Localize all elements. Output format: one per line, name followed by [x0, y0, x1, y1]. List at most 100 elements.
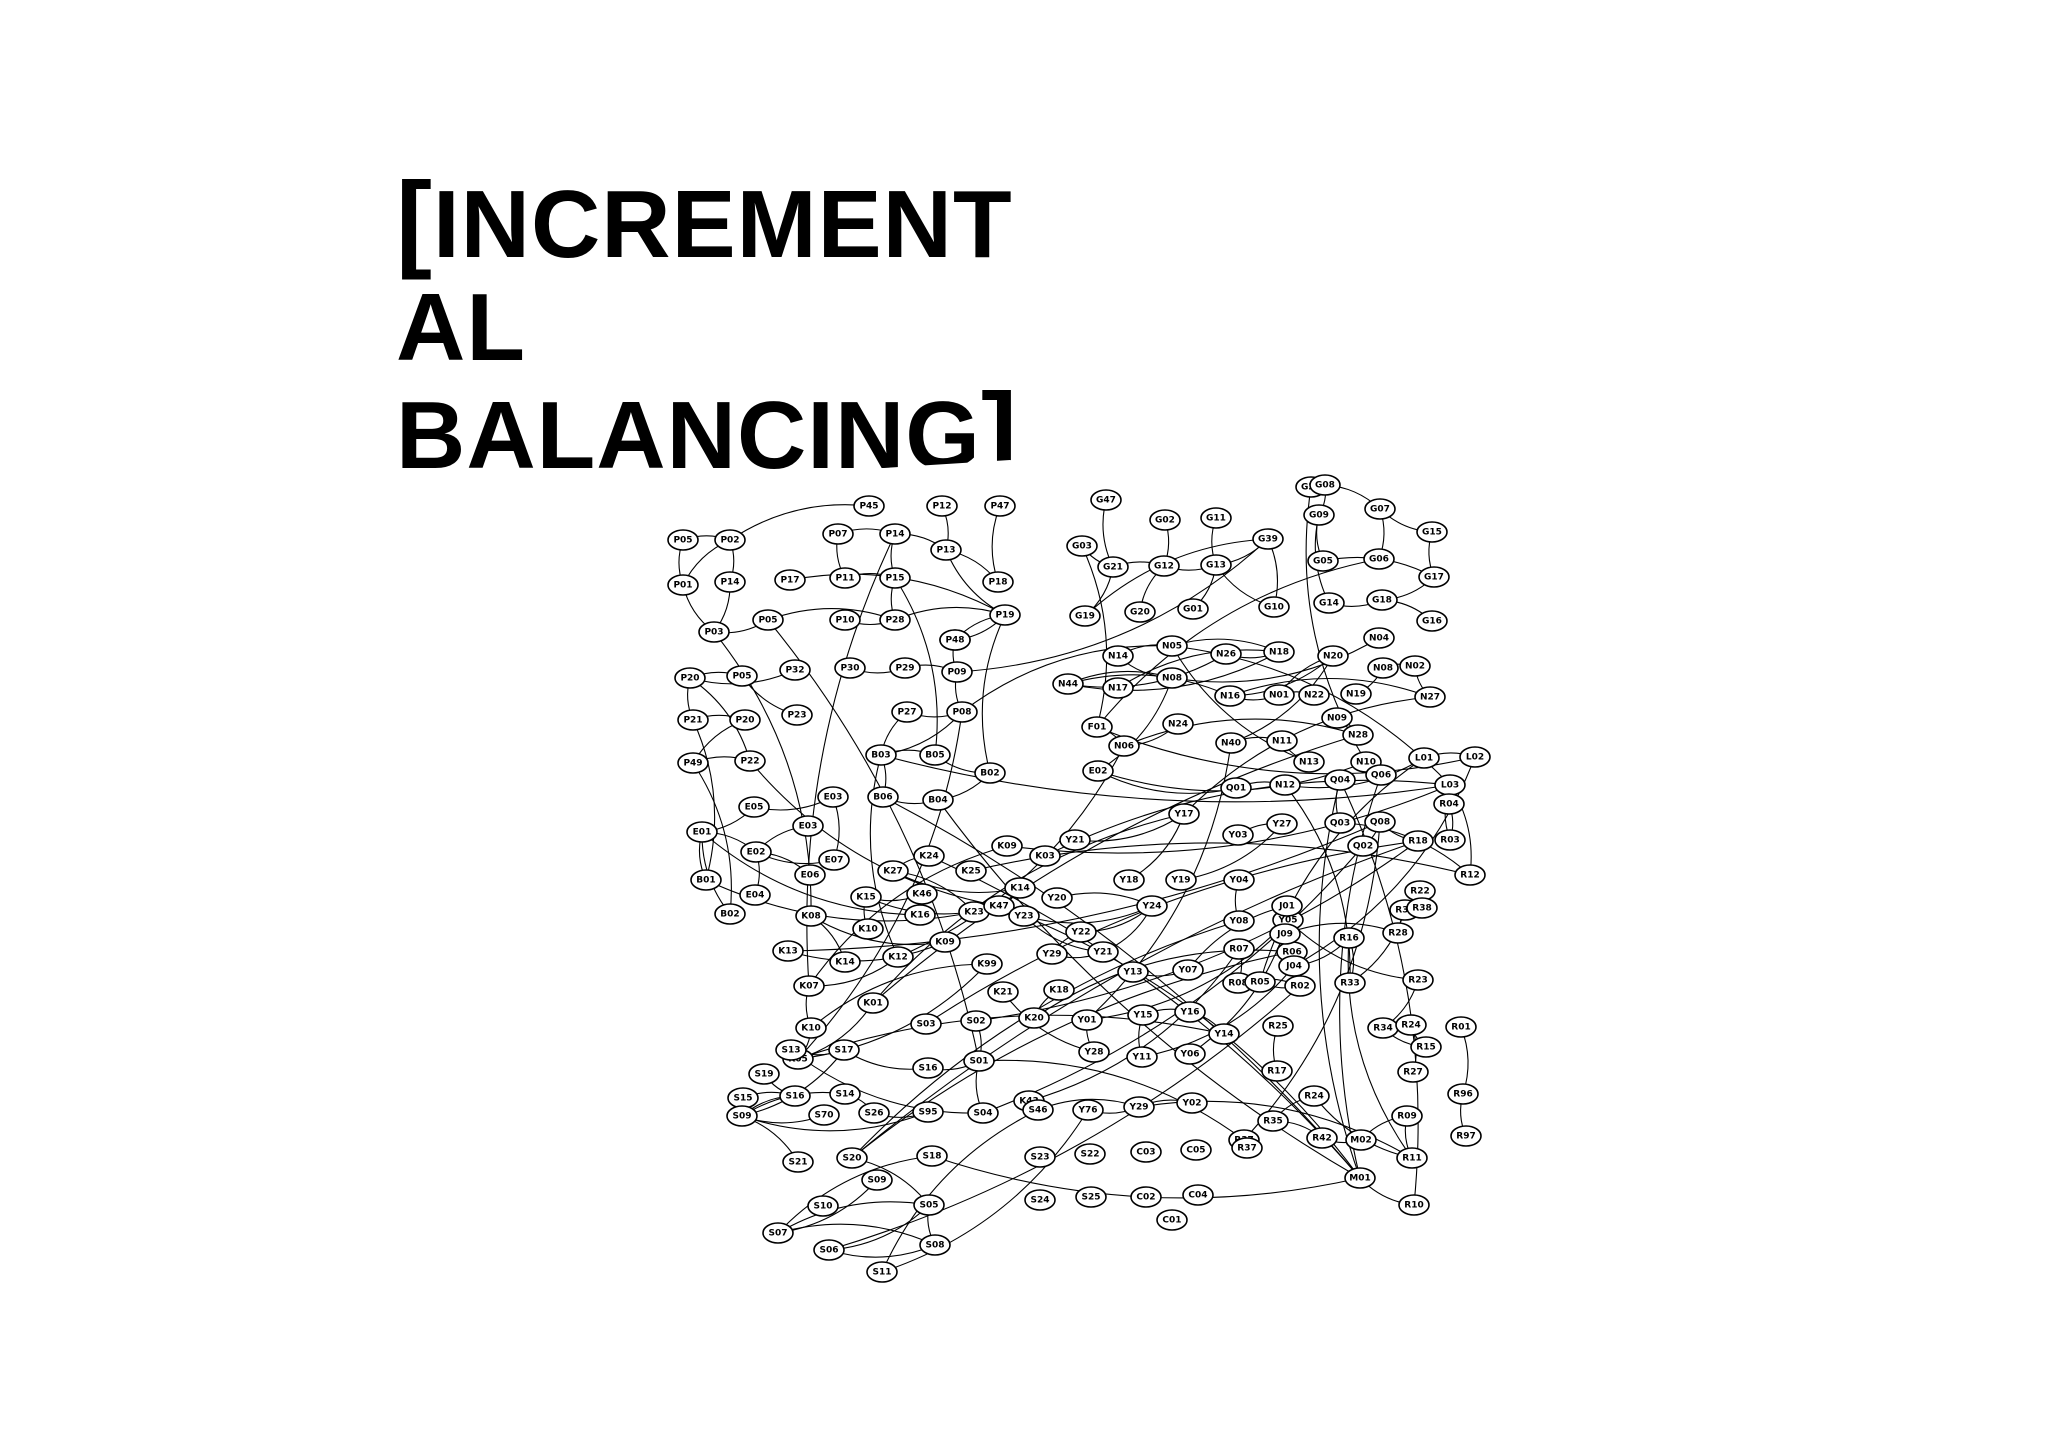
graph-node-shape [1127, 1004, 1159, 1026]
graph-node-label: G01 [1183, 605, 1203, 615]
graph-node-shape [1078, 1041, 1110, 1063]
graph-node: R37 [1231, 1137, 1263, 1159]
graph-node-shape [989, 604, 1021, 626]
graph-node: K08 [795, 905, 827, 927]
graph-node-shape [1082, 760, 1114, 782]
graph-node-label: N26 [1216, 650, 1236, 660]
graph-edge [1284, 784, 1351, 984]
graph-node-shape [1162, 713, 1194, 735]
graph-edge [729, 504, 870, 541]
graph-node-shape [904, 904, 936, 926]
graph-node-shape [1176, 1092, 1208, 1114]
graph-node-shape [1072, 1099, 1104, 1121]
graph-node-label: Y16 [1179, 1008, 1199, 1018]
graph-node-shape [1174, 1043, 1206, 1065]
graph-node-label: N13 [1299, 758, 1319, 768]
graph-node-shape [1340, 683, 1372, 705]
graph-edge [1086, 919, 1289, 1021]
graph-edge [1347, 937, 1413, 1159]
graph-node-shape [1363, 627, 1395, 649]
graph-node-label: E03 [799, 822, 818, 832]
graph-node-shape [726, 665, 758, 687]
graph-node-shape [677, 709, 709, 731]
graph-node: R10 [1398, 1194, 1430, 1216]
graph-node-label: R28 [1388, 929, 1407, 939]
graph-node: S16 [912, 1057, 944, 1079]
graph-node-shape [866, 1261, 898, 1283]
graph-node-shape [1208, 1023, 1240, 1045]
graph-node-shape [793, 975, 825, 997]
graph-node-shape [818, 849, 850, 871]
graph-node-shape [1024, 1189, 1056, 1211]
graph-node-shape [1041, 887, 1073, 909]
graph-node: Y29 [1123, 1096, 1155, 1118]
graph-edge [961, 645, 1173, 713]
graph-node-shape [879, 567, 911, 589]
graph-node: G06 [1363, 548, 1395, 570]
graph-node-label: K10 [858, 925, 878, 935]
graph-node-label: S14 [835, 1090, 854, 1100]
graph-node-shape [1223, 938, 1255, 960]
graph-node-label: K25 [961, 867, 981, 877]
graph-node-label: P14 [885, 530, 904, 540]
graph-node: P09 [941, 661, 973, 683]
graph-node: R15 [1410, 1036, 1442, 1058]
graph-node: N09 [1321, 707, 1353, 729]
graph-node-shape [795, 905, 827, 927]
graph-node: P45 [853, 495, 885, 517]
graph-node-label: Y14 [1213, 1030, 1233, 1040]
graph-node-label: P18 [988, 578, 1007, 588]
graph-node-shape [913, 1194, 945, 1216]
graph-edge [1097, 677, 1173, 772]
graph-node: K09 [929, 931, 961, 953]
graph-node-label: R11 [1402, 1154, 1421, 1164]
graph-node-shape [1220, 777, 1252, 799]
graph-node-shape [1231, 1137, 1263, 1159]
graph-node: P30 [834, 657, 866, 679]
graph-node-shape [1102, 677, 1134, 699]
graph-edge [1006, 784, 1451, 854]
graph-node-label: S18 [922, 1152, 941, 1162]
graph-node: Q08 [1364, 811, 1396, 833]
graph-node-label: Y18 [1118, 876, 1138, 886]
graph-node-label: Y29 [1128, 1103, 1148, 1113]
graph-node: K15 [850, 886, 882, 908]
graph-node-shape [967, 1102, 999, 1124]
graph-node-shape [1306, 1127, 1338, 1149]
graph-node-label: N02 [1405, 662, 1425, 672]
graph-node-shape [1366, 589, 1398, 611]
graph-node: S21 [782, 1151, 814, 1173]
graph-node-label: Y02 [1181, 1099, 1201, 1109]
graph-node: R28 [1382, 922, 1414, 944]
graph-node-label: C01 [1162, 1216, 1181, 1226]
graph-node-shape [891, 701, 923, 723]
graph-node-label: Y21 [1064, 836, 1084, 846]
graph-node: P13 [930, 539, 962, 561]
graph-node: P10 [829, 609, 861, 631]
graph-node: P28 [879, 609, 911, 631]
graph-node-shape [1344, 1167, 1376, 1189]
graph-node-shape [714, 529, 746, 551]
graph-edge [828, 985, 1301, 1251]
graph-node: Y17 [1168, 803, 1200, 825]
graph-node-label: S11 [872, 1268, 891, 1278]
graph-node: E07 [818, 849, 850, 871]
graph-node: G12 [1148, 555, 1180, 577]
graph-edge [1067, 653, 1227, 688]
graph-node-label: R17 [1267, 1067, 1286, 1077]
graph-node-label: K21 [993, 988, 1013, 998]
graph-node-shape [1215, 732, 1247, 754]
graph-node: P14 [714, 571, 746, 593]
graph-node: Y22 [1065, 921, 1097, 943]
graph-node-label: Y23 [1013, 912, 1033, 922]
graph-node-label: E02 [747, 848, 766, 858]
graph-node-label: E01 [693, 828, 712, 838]
graph-node-shape [984, 495, 1016, 517]
graph-node: Y13 [1117, 961, 1149, 983]
graph-node: Y18 [1113, 869, 1145, 891]
graph-node-label: N19 [1346, 690, 1366, 700]
graph-node-shape [677, 752, 709, 774]
graph-node: Y07 [1172, 959, 1204, 981]
graph-node-label: Y24 [1141, 902, 1161, 912]
graph-node-label: G17 [1424, 573, 1444, 583]
